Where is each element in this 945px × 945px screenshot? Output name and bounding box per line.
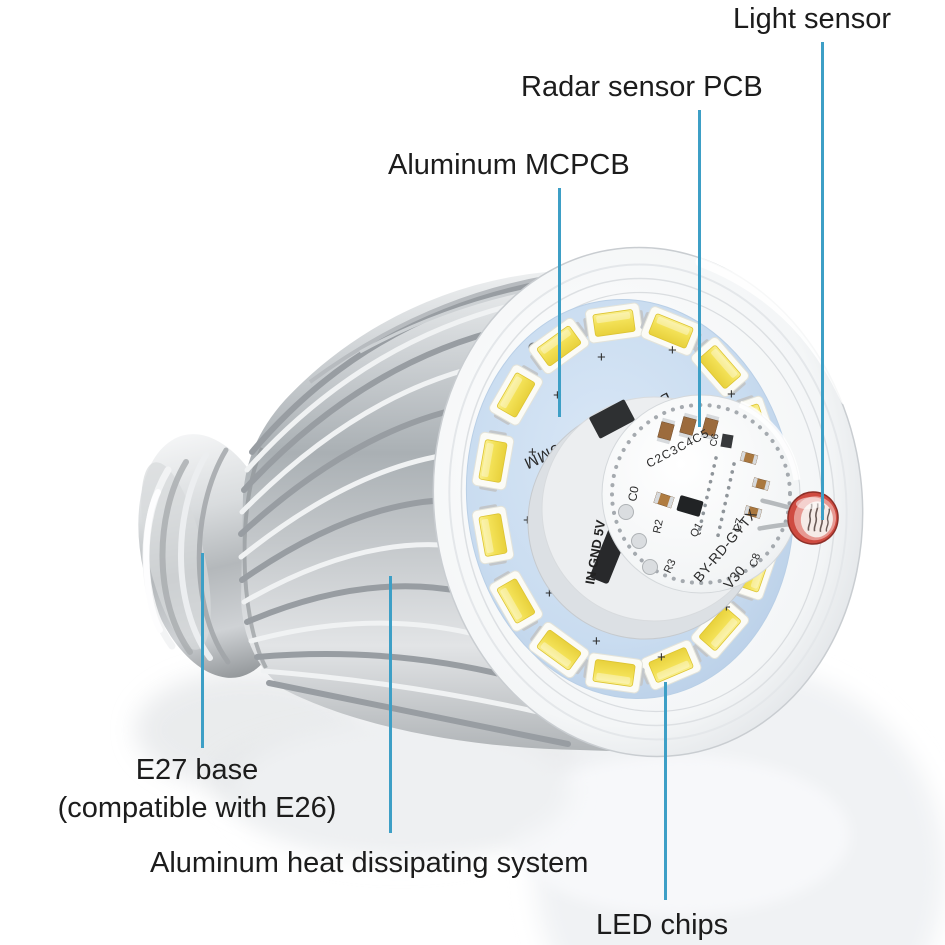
svg-text:+: + — [597, 349, 606, 366]
c6-label: C6 — [708, 432, 722, 447]
mcpcb-plus-marks: + + + + + + + + + + — [523, 342, 736, 666]
radar-pcb-top-board — [601, 394, 801, 594]
c8-label: C8 — [747, 552, 763, 569]
smd-capacitor-row — [656, 412, 720, 445]
leader-line-radar-pcb — [698, 110, 701, 427]
light-sensor-component — [757, 491, 839, 545]
label-light-sensor: Light sensor — [733, 3, 891, 35]
svg-text:+: + — [553, 387, 562, 404]
c7-label: C7 — [731, 517, 746, 534]
through-hole-ring — [610, 403, 792, 585]
leader-line-light-sensor — [821, 42, 824, 520]
radar-pcb-stack: IN GND 5V C2C3C4C5 C0 R2 R3 — [527, 394, 801, 640]
svg-text:+: + — [528, 444, 537, 461]
label-radar-sensor-pcb: Radar sensor PCB — [521, 71, 763, 103]
label-e27-base: E27 base (compatible with E26) — [30, 751, 364, 827]
heatsink-fins — [238, 273, 591, 747]
c0-label: C0 — [625, 485, 642, 503]
label-e27-base-line1: E27 base — [135, 754, 259, 786]
svg-text:+: + — [545, 585, 554, 602]
r2-label: R2 — [651, 518, 666, 534]
svg-text:+: + — [657, 649, 666, 666]
label-heat-sink: Aluminum heat dissipating system — [150, 847, 589, 879]
label-led-chips: LED chips — [596, 909, 729, 941]
leader-line-e27-base — [201, 553, 204, 748]
svg-text:+: + — [668, 342, 677, 359]
leader-line-mcpcb — [558, 188, 561, 417]
svg-text:+: + — [722, 599, 731, 616]
lower-board-chip — [589, 399, 635, 439]
svg-text:+: + — [592, 633, 601, 650]
svg-text:+: + — [523, 512, 532, 529]
leader-line-led-chips — [664, 682, 667, 900]
label-e27-base-line2: (compatible with E26) — [57, 792, 337, 824]
label-aluminum-mcpcb: Aluminum MCPCB — [388, 149, 630, 181]
q1-transistor — [676, 495, 704, 517]
svg-text:+: + — [727, 386, 736, 403]
r3-label: R3 — [662, 557, 679, 575]
leader-line-heat-sink — [389, 576, 392, 833]
